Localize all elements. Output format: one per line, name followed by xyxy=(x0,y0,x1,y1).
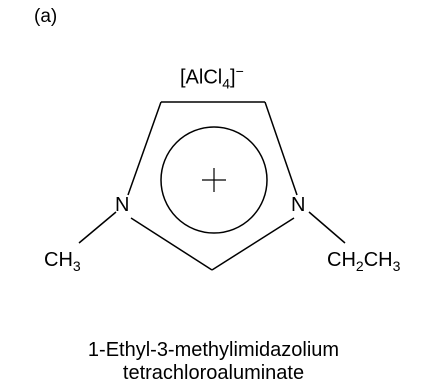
ethyl-base-2: CH xyxy=(363,249,393,271)
compound-name-line-1: 1-Ethyl-3-methylimidazolium xyxy=(87,339,340,361)
anion-suffix: ] xyxy=(230,66,236,89)
bond-c5-n1 xyxy=(127,101,162,196)
methyl-subscript: 3 xyxy=(72,258,81,274)
anion-subscript: 4 xyxy=(222,75,231,92)
bond-n1-c2 xyxy=(130,217,213,271)
aromatic-circle xyxy=(160,126,268,234)
bond-n1-methyl xyxy=(78,211,117,244)
compound-name-line-2: tetrachloroaluminate xyxy=(122,362,305,384)
methyl-group: CH3 xyxy=(44,248,81,278)
nitrogen-atom-left: N xyxy=(115,194,130,216)
bond-c4-n3 xyxy=(264,101,298,196)
anion-charge: − xyxy=(235,63,244,79)
ethyl-group: CH2CH3 xyxy=(327,248,400,278)
anion-prefix: [AlCl xyxy=(180,66,223,89)
panel-label: (a) xyxy=(34,6,58,27)
ethyl-subscript-1: 2 xyxy=(355,258,364,274)
ethyl-base-1: CH xyxy=(327,249,356,271)
bond-c2-n3 xyxy=(211,217,295,271)
bond-n3-ethyl xyxy=(308,211,346,244)
nitrogen-atom-right: N xyxy=(291,194,306,216)
anion-formula: [AlCl4]− xyxy=(180,59,244,96)
ethyl-subscript-2: 3 xyxy=(392,258,401,274)
methyl-base: CH xyxy=(44,249,73,271)
